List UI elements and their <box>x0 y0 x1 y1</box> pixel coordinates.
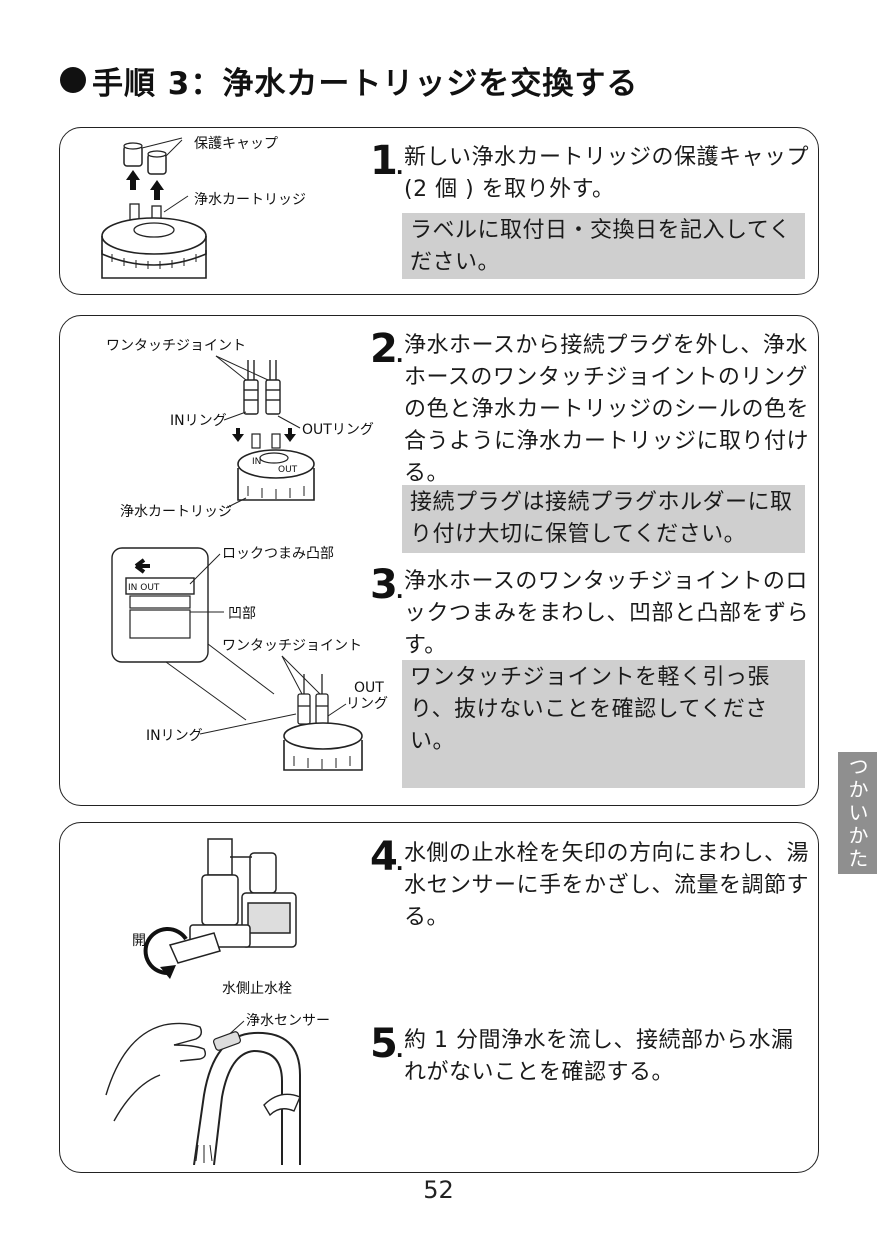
lock-knob-convex-label: ロックつまみ凸部 <box>222 546 334 562</box>
one-touch-joint-label: ワンタッチジョイント <box>106 338 246 354</box>
protective-cap-label: 保護キャップ <box>194 136 278 152</box>
side-tab[interactable]: つかいかた <box>838 752 877 874</box>
step-2: 2. 浄水ホースから接続プラグを外し、浄水ホースのワンタッチジョイントのリングの… <box>370 326 810 490</box>
step-3: 3. 浄水ホースのワンタッチジョイントのロックつまみをまわし、凹部と凸部をずらす… <box>370 562 810 662</box>
stop-valve-figure: 開 水側止水栓 <box>132 838 297 997</box>
page-number: 52 <box>423 1176 454 1204</box>
lock-knob-figure: IN OUT ロックつまみ凸部 凹部 ワンタッチジョイント INリング OUT … <box>111 546 388 771</box>
step-1: 1. 新しい浄水カートリッジの保護キャップ (2 個 ) を取り外す。 <box>370 138 810 206</box>
sensor-faucet-figure: 浄水センサー <box>105 1013 330 1165</box>
open-label: 開 <box>132 933 146 949</box>
step-1-number: 1. <box>370 138 403 184</box>
step-3-number: 3. <box>370 562 403 608</box>
out-ring-label: OUTリング <box>302 422 374 438</box>
purified-water-sensor-label: 浄水センサー <box>246 1013 330 1029</box>
joint-cartridge-figure: ワンタッチジョイント INリング OUTリング IN OUT <box>106 338 374 520</box>
page-title: 手順 3：浄水カートリッジを交換する <box>60 56 638 104</box>
out-mark: OUT <box>278 465 298 475</box>
page-title-text: 手順 3：浄水カートリッジを交換する <box>92 65 639 102</box>
step-3-text: 浄水ホースのワンタッチジョイントのロックつまみをまわし、凹部と凸部をずらす。 <box>404 569 810 658</box>
step-1-note: ラベルに取付日・交換日を記入してください。 <box>402 213 805 279</box>
bullet-icon <box>60 67 86 93</box>
step-4-number: 4. <box>370 834 403 880</box>
out-ring-label-line2: リング <box>346 696 388 712</box>
step-1-text: 新しい浄水カートリッジの保護キャップ (2 個 ) を取り外す。 <box>404 145 810 202</box>
step-2-number: 2. <box>370 326 403 372</box>
step-4-5-panel: 開 水側止水栓 浄水センサー <box>59 822 819 1173</box>
in-ring-label-2: INリング <box>146 728 203 744</box>
step-4: 4. 水側の止水栓を矢印の方向にまわし、湯水センサーに手をかざし、流量を調節する… <box>370 834 810 934</box>
step-2-note: 接続プラグは接続プラグホルダーに取り付け大切に保管してください。 <box>402 485 805 553</box>
concave-label: 凹部 <box>228 606 256 622</box>
step-5: 5. 約 1 分間浄水を流し、接続部から水漏れがないことを確認する。 <box>370 1021 810 1089</box>
svg-text:IN OUT: IN OUT <box>128 583 160 593</box>
in-mark: IN <box>252 457 261 467</box>
cartridge-cap-figure: 保護キャップ 浄水カートリッジ <box>101 136 306 279</box>
step-2-text: 浄水ホースから接続プラグを外し、浄水ホースのワンタッチジョイントのリングの色と浄… <box>404 333 810 486</box>
side-tab-label: つかいかた <box>845 755 869 871</box>
step-3-note: ワンタッチジョイントを軽く引っ張り、抜けないことを確認してください。 <box>402 660 805 788</box>
out-ring-label-line1: OUT <box>354 680 384 696</box>
in-ring-label: INリング <box>170 413 227 429</box>
cartridge-label: 浄水カートリッジ <box>194 192 306 208</box>
cartridge-label-2: 浄水カートリッジ <box>120 504 232 520</box>
one-touch-joint-label-2: ワンタッチジョイント <box>222 638 362 654</box>
step-5-number: 5. <box>370 1021 403 1067</box>
water-side-stop-valve-label: 水側止水栓 <box>222 981 292 997</box>
step-4-text: 水側の止水栓を矢印の方向にまわし、湯水センサーに手をかざし、流量を調節する。 <box>404 841 810 930</box>
step-5-text: 約 1 分間浄水を流し、接続部から水漏れがないことを確認する。 <box>404 1028 794 1085</box>
